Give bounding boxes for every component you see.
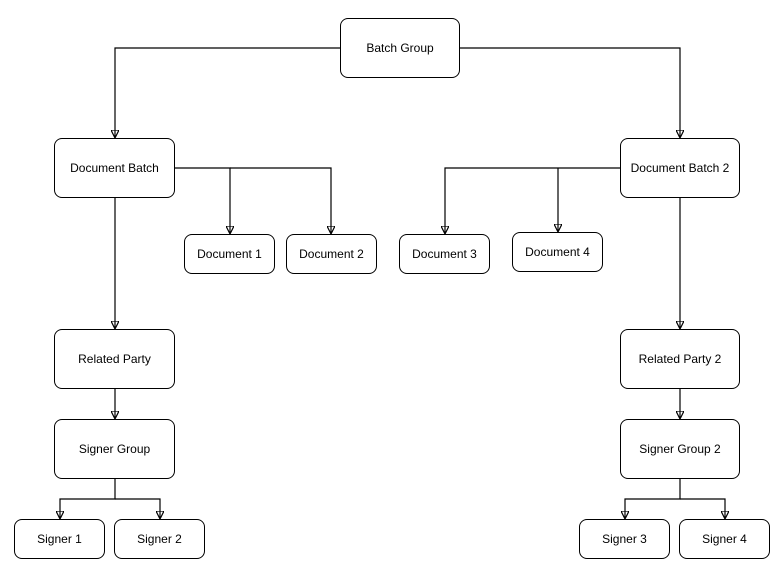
node-document-batch-2[interactable]: Document Batch 2 <box>620 138 740 198</box>
edge-batch-group-to-document-batch <box>115 47 340 137</box>
node-batch-group[interactable]: Batch Group <box>340 18 460 78</box>
node-signer-4[interactable]: Signer 4 <box>679 519 770 559</box>
node-related-party-2[interactable]: Related Party 2 <box>620 329 740 389</box>
edge-signer-group-2-to-signer-3 <box>625 479 681 518</box>
node-signer-group-2[interactable]: Signer Group 2 <box>620 419 740 479</box>
node-signer-2[interactable]: Signer 2 <box>114 519 205 559</box>
node-signer-group[interactable]: Signer Group <box>54 419 175 479</box>
node-signer-3[interactable]: Signer 3 <box>579 519 670 559</box>
edge-signer-group-to-signer-1 <box>60 479 116 518</box>
node-document-4[interactable]: Document 4 <box>512 232 603 272</box>
edge-batch-group-to-document-batch-2 <box>459 47 680 137</box>
edge-document-batch-to-document-1 <box>174 167 230 233</box>
node-signer-1[interactable]: Signer 1 <box>14 519 105 559</box>
edge-document-batch-2-to-document-3 <box>445 167 620 233</box>
edge-signer-group-to-signer-2 <box>115 498 160 518</box>
node-related-party[interactable]: Related Party <box>54 329 175 389</box>
node-document-1[interactable]: Document 1 <box>184 234 275 274</box>
node-document-batch[interactable]: Document Batch <box>54 138 175 198</box>
edge-document-batch-to-document-2 <box>230 167 331 233</box>
node-document-3[interactable]: Document 3 <box>399 234 490 274</box>
edge-signer-group-2-to-signer-4 <box>680 498 725 518</box>
node-document-2[interactable]: Document 2 <box>286 234 377 274</box>
